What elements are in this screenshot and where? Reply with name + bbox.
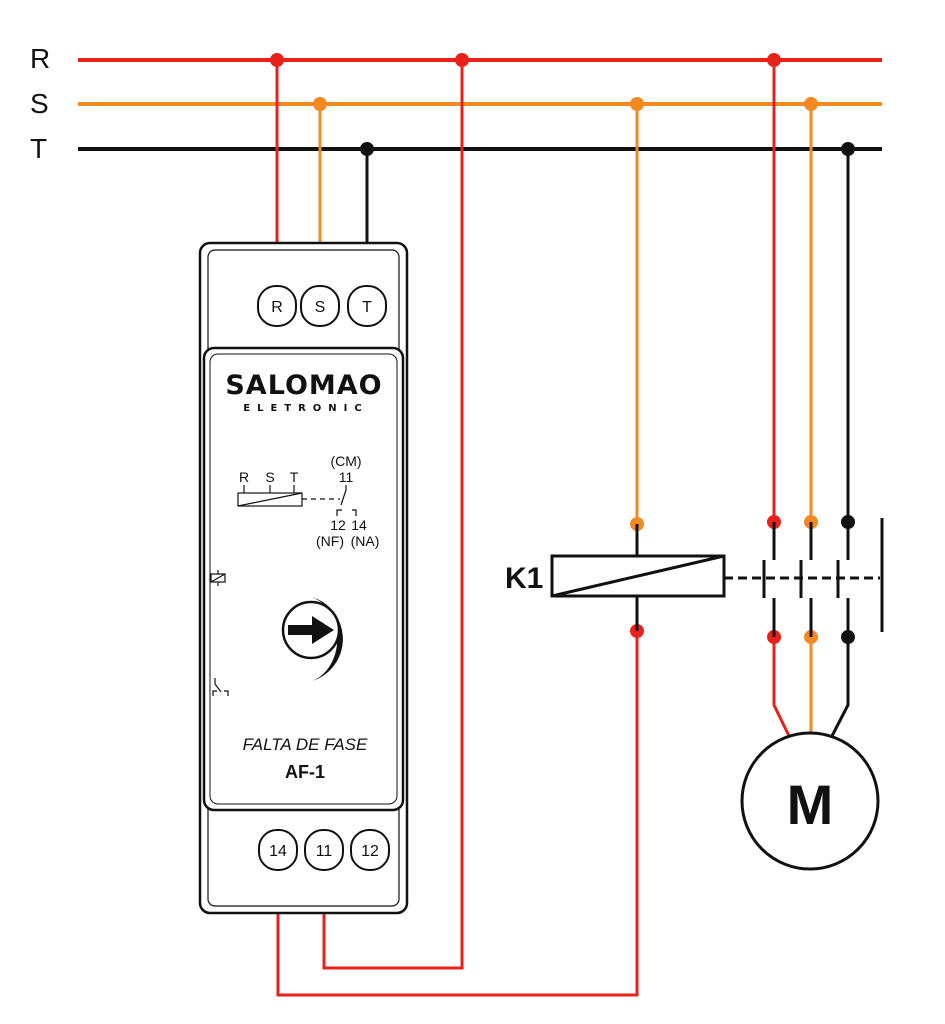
wire-motor-r — [772, 598, 792, 739]
junction-dot — [313, 97, 327, 111]
terminal-s-label: S — [315, 299, 326, 316]
junction-dot — [767, 53, 781, 67]
schematic-11-label: 11 — [339, 469, 354, 485]
junction-dot — [630, 97, 644, 111]
top-terminals: R S T — [257, 285, 387, 327]
bottom-terminals: 14 11 12 — [258, 829, 390, 871]
function-label: FALTA DE FASE — [243, 735, 368, 754]
terminal-t-label: T — [362, 299, 372, 316]
terminal-t — [347, 285, 387, 327]
supply-lines: R S T — [30, 43, 882, 164]
terminal-12-label: 12 — [361, 843, 379, 860]
schematic-t-label: T — [290, 469, 299, 485]
phase-r-label: R — [30, 43, 50, 74]
contactor-main-contacts — [762, 518, 884, 637]
wire-control-r-to-11 — [322, 60, 464, 970]
brand-logo: SALOMAO — [225, 370, 382, 401]
relay-front-panel — [202, 346, 405, 812]
relay-front-panel-inner — [209, 353, 398, 805]
relay-coil-icon — [210, 570, 226, 586]
contact-icon — [212, 678, 229, 696]
junction-dot — [455, 53, 469, 67]
terminal-r-label: R — [271, 299, 283, 316]
junction-dot — [360, 142, 374, 156]
motor-circle — [740, 731, 880, 871]
motor-label: M — [787, 773, 834, 836]
schematic-r-label: R — [239, 469, 249, 485]
schematic-14-label: 14 — [351, 517, 367, 533]
junction-dot — [270, 53, 284, 67]
phase-s-label: S — [30, 88, 49, 119]
brand-subtitle: ELETRONIC — [243, 403, 369, 414]
relay-schematic: (CM) 11 R S T 12 14 (NF) (NA) — [237, 453, 380, 549]
schematic-nf-label: (NF) — [316, 533, 344, 549]
terminal-12 — [350, 829, 390, 871]
schematic-12-label: 12 — [330, 517, 346, 533]
junction-dot — [804, 97, 818, 111]
feeder-wires — [275, 60, 850, 997]
schematic-s-label: S — [265, 469, 274, 485]
schematic-na-label: (NA) — [351, 533, 380, 549]
wire-control-14-to-coil — [276, 596, 639, 997]
model-label: AF-1 — [285, 762, 325, 782]
junction-dots — [270, 53, 855, 644]
contactor-label: K1 — [505, 562, 543, 595]
terminal-14-label: 14 — [269, 843, 287, 860]
terminal-r — [257, 285, 297, 327]
junction-dot — [841, 142, 855, 156]
phase-t-label: T — [30, 133, 47, 164]
schematic-cm-label: (CM) — [330, 453, 361, 469]
contactor-k1: K1 — [505, 518, 884, 637]
terminal-14 — [258, 829, 298, 871]
adjust-knob[interactable] — [281, 597, 343, 681]
motor: M — [740, 731, 880, 871]
wire-motor-t — [830, 598, 850, 737]
terminal-11 — [304, 829, 344, 871]
knob-arrow-icon — [288, 625, 314, 635]
terminal-s — [300, 285, 340, 327]
relay-module: R S T SALOMAO ELETRONIC (CM) 11 R S T — [198, 241, 409, 915]
terminal-11-label: 11 — [316, 843, 333, 860]
